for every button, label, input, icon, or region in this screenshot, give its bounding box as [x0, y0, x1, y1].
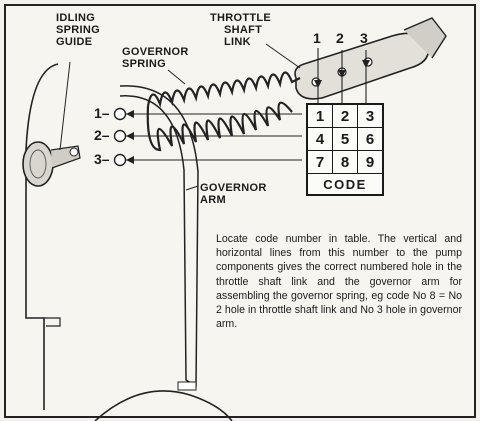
pump-body-outline [25, 63, 59, 410]
instruction-caption: Locate code number in table. The vertica… [216, 233, 462, 331]
label-idling-spring-guide: IDLING SPRING GUIDE [56, 12, 100, 48]
code-table-row: 4 5 6 [308, 128, 382, 151]
column-number-1: 1 [313, 30, 321, 46]
code-cell: 5 [333, 128, 358, 151]
code-cell: 7 [308, 151, 333, 174]
label-governor-arm: GOVERNOR ARM [200, 182, 267, 206]
code-table-footer: CODE [323, 176, 367, 192]
row-number-1: 1– [94, 105, 110, 121]
column-number-2: 2 [336, 30, 344, 46]
code-cell: 8 [333, 151, 358, 174]
pump-body-step [44, 317, 61, 327]
arm-hole-1 [113, 107, 127, 121]
code-table: 1 2 3 4 5 6 7 8 9 CODE [306, 103, 384, 196]
arm-hole-2 [113, 129, 127, 143]
row-number-2: 2– [94, 127, 110, 143]
code-cell: 2 [333, 105, 358, 128]
pump-lower-curve [94, 390, 233, 421]
governor-arm [119, 85, 199, 388]
code-cell: 6 [358, 128, 382, 151]
arm-hole-3 [113, 153, 127, 167]
row-number-3: 3– [94, 151, 110, 167]
code-cell: 4 [308, 128, 333, 151]
column-number-3: 3 [360, 30, 368, 46]
code-table-row: 1 2 3 [308, 105, 382, 128]
idling-guide-knob [22, 141, 54, 187]
code-cell: 3 [358, 105, 382, 128]
code-cell: 9 [358, 151, 382, 174]
label-governor-spring: GOVERNOR SPRING [122, 46, 189, 70]
code-table-row: 7 8 9 [308, 151, 382, 174]
label-throttle-shaft-link: THROTTLE SHAFT LINK [210, 12, 272, 48]
code-cell: 1 [308, 105, 333, 128]
